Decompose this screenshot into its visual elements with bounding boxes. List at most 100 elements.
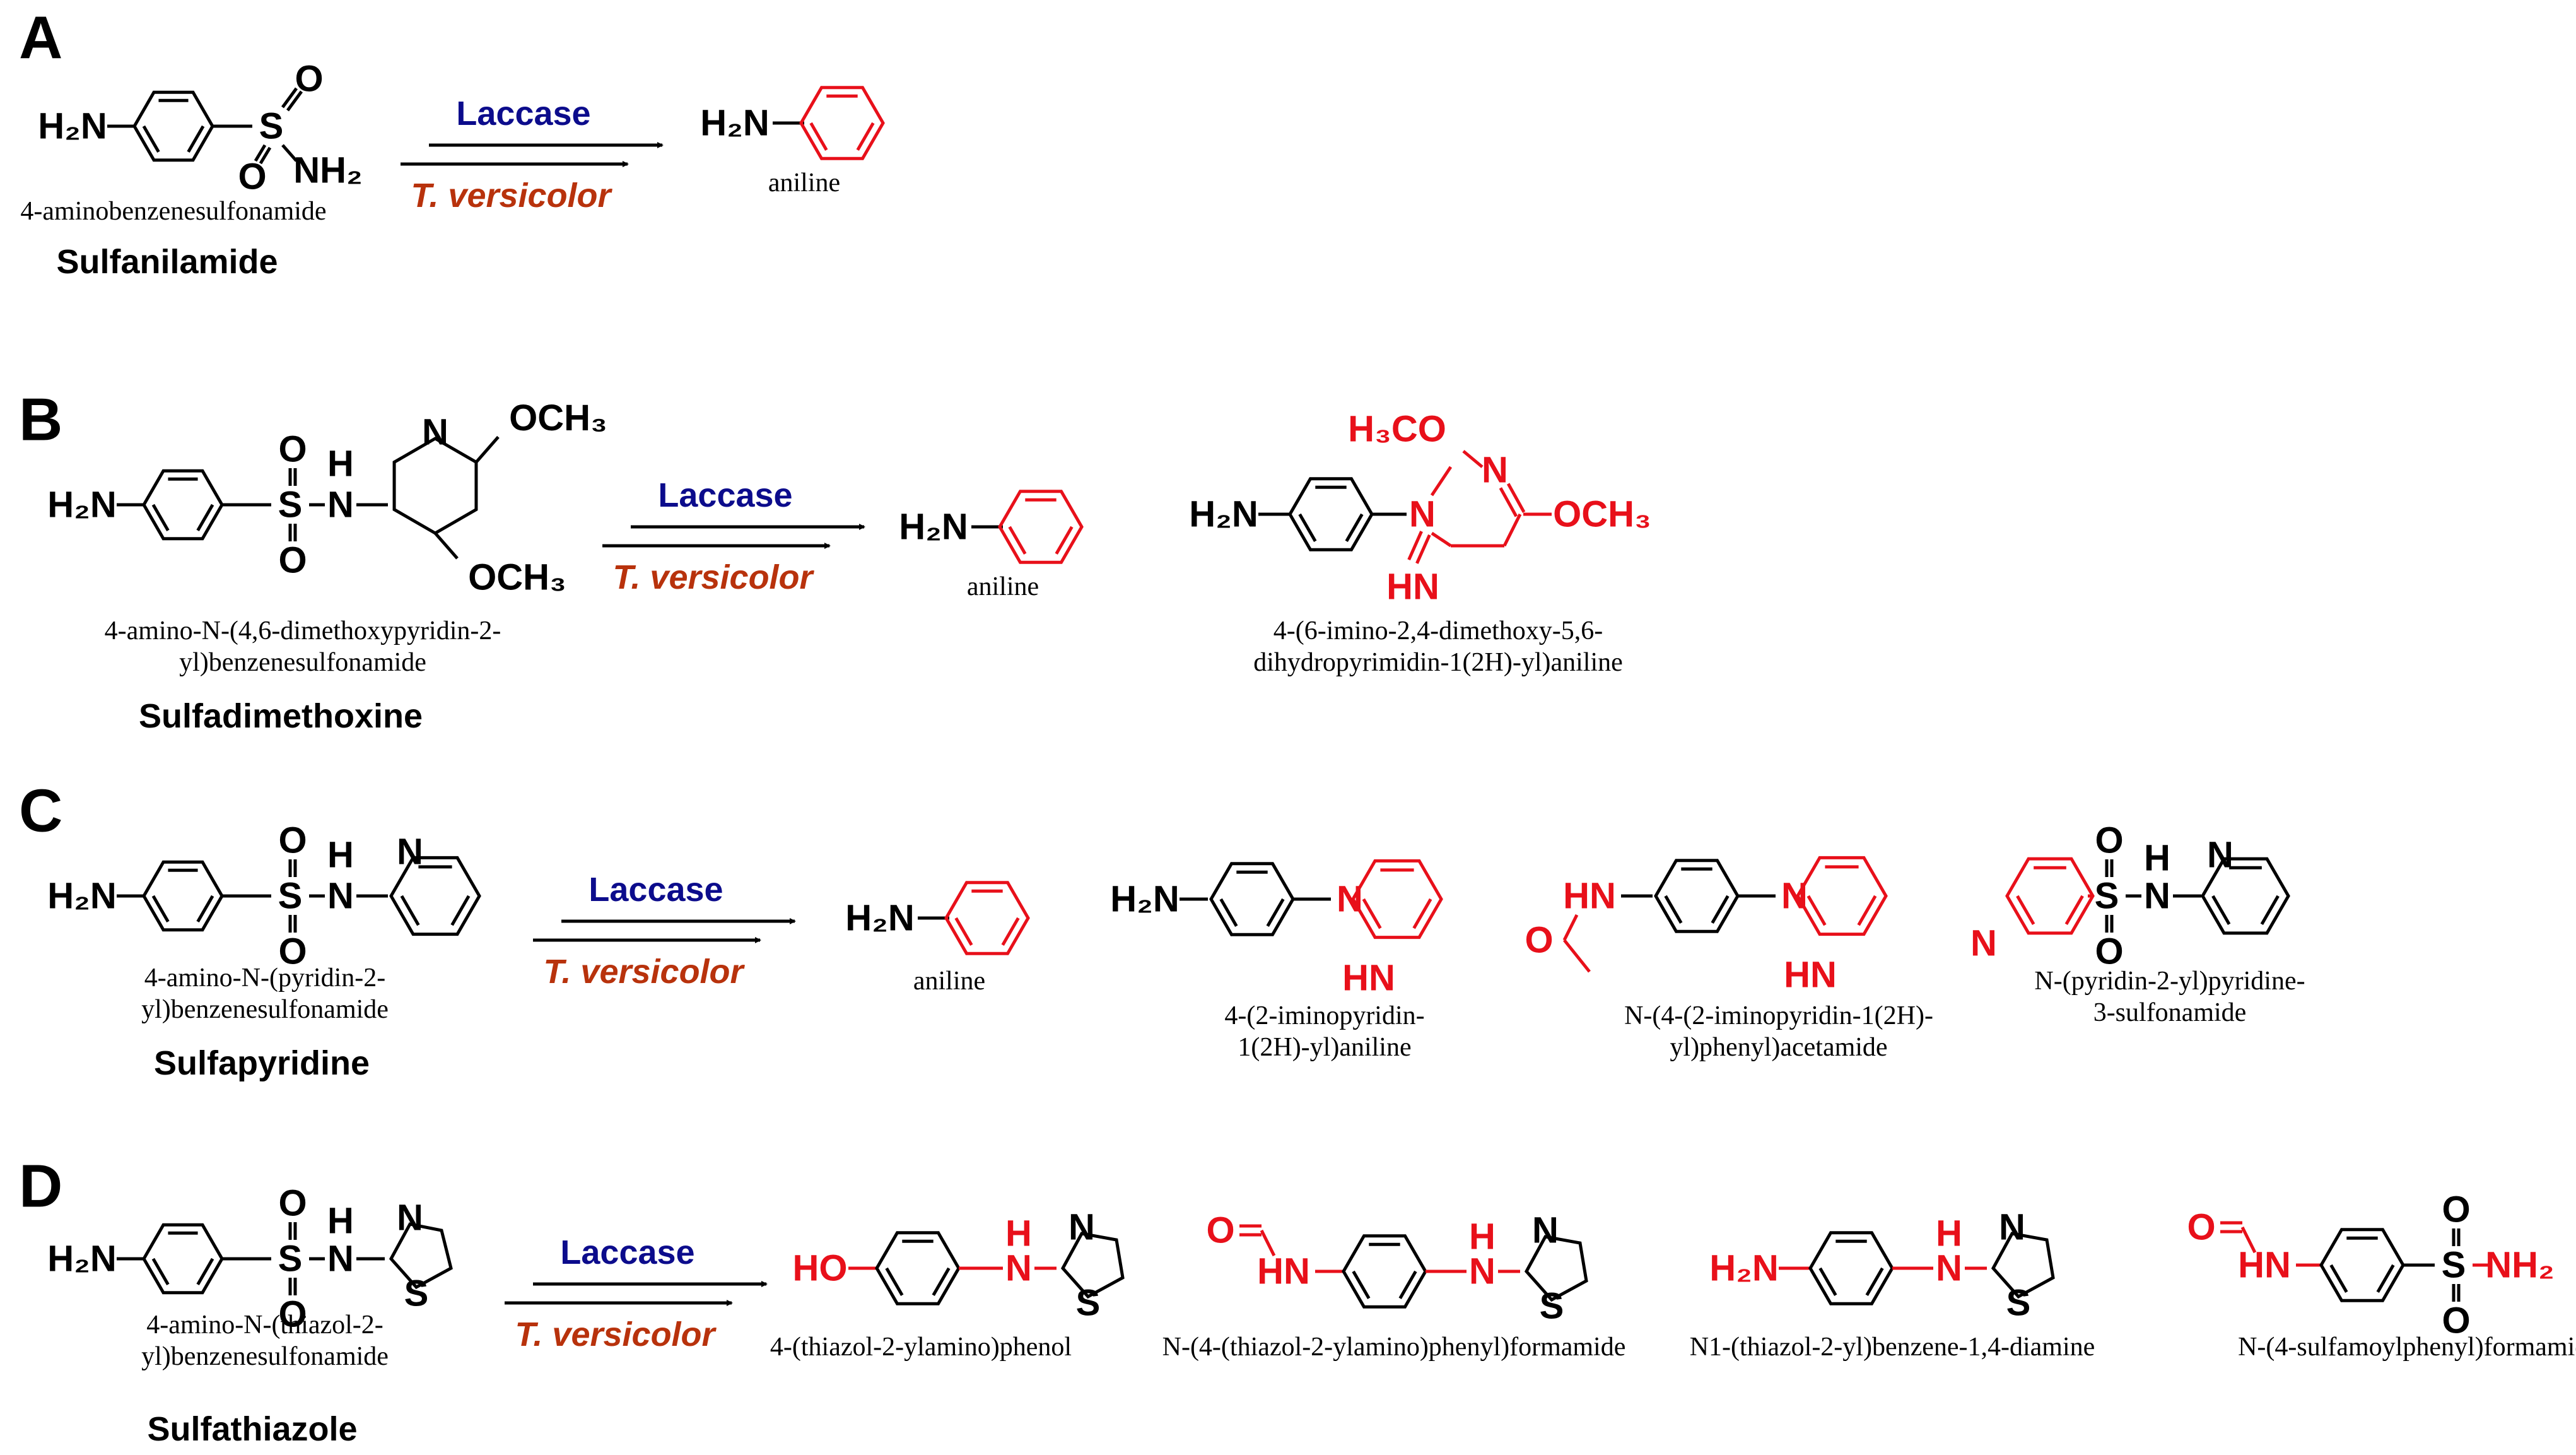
c-substrate-benzene bbox=[142, 860, 224, 932]
b-pyridine-nitrogen: N bbox=[422, 412, 448, 453]
b-enzyme-label: Laccase bbox=[658, 476, 792, 514]
d-substrate-common-name: Sulfathiazole bbox=[147, 1410, 357, 1448]
a-oxygen-atom: O bbox=[238, 156, 266, 197]
c-product-3-name: yl)phenyl)acetamide bbox=[1670, 1033, 1887, 1062]
bond bbox=[1462, 450, 1484, 468]
double-bond bbox=[1415, 534, 1431, 564]
aromatic-bond bbox=[1865, 1267, 1884, 1297]
c-product-3-amide-nh: HN bbox=[1563, 876, 1616, 917]
aromatic-bond bbox=[1055, 526, 1074, 555]
d-product-2-benzene bbox=[1342, 1234, 1427, 1309]
aromatic-bond bbox=[2329, 1264, 2348, 1293]
c-product-3-carbonyl-oxygen: O bbox=[1525, 920, 1553, 961]
b-product-2-amine: H₂N bbox=[1189, 494, 1258, 535]
c-product-2-name: 1(2H)-yl)aniline bbox=[1238, 1033, 1411, 1062]
c-product-4-name: N-(pyridin-2-yl)pyridine- bbox=[2034, 967, 2305, 996]
oxygen-atom: O bbox=[278, 820, 307, 861]
aromatic-bond bbox=[1345, 513, 1364, 543]
aromatic-bond bbox=[2376, 1264, 2395, 1293]
bond bbox=[1562, 914, 1579, 941]
c-product-3-name: N-(4-(2-iminopyridin-1(2H)- bbox=[1624, 1001, 1933, 1030]
a-product-1-name: aniline bbox=[768, 168, 840, 197]
aromatic-bond bbox=[2016, 895, 2035, 926]
bond bbox=[1430, 466, 1453, 497]
d-product-3-amine-nitrogen: N bbox=[1936, 1248, 1962, 1289]
d-thiazole-ring bbox=[389, 1222, 453, 1290]
bond bbox=[281, 87, 298, 109]
oxygen-atom: O bbox=[278, 540, 307, 581]
b-product-2-ring-nitrogen: N bbox=[1482, 450, 1508, 491]
d-product-1-nh-hydrogen: H bbox=[1005, 1213, 1032, 1254]
d-substrate-iupac-name: 4-amino-N-(thiazol-2- bbox=[146, 1311, 383, 1340]
aromatic-bond bbox=[196, 1258, 214, 1286]
a-sulfur-atom: S bbox=[259, 106, 284, 147]
b-nh-hydrogen: H bbox=[327, 444, 354, 485]
d-product-3-amine: H₂N bbox=[1709, 1248, 1779, 1289]
c-sulfonamide-nitrogen: N bbox=[327, 876, 354, 917]
d-product-1-hydroxyl: HO bbox=[793, 1248, 848, 1289]
c-product-1-red-benzene-ring bbox=[944, 881, 1030, 955]
aromatic-bond bbox=[1857, 895, 1877, 926]
a-enzyme-label: Laccase bbox=[456, 95, 590, 133]
d-product-3-benzene bbox=[1808, 1231, 1894, 1305]
aromatic-bond bbox=[1664, 895, 1683, 924]
c-product-4-nh-hydrogen: H bbox=[2144, 838, 2170, 879]
b-substrate-iupac-name: yl)benzenesulfonamide bbox=[179, 648, 426, 677]
c-product-4-name: 3-sulfonamide bbox=[2093, 998, 2247, 1027]
double-bond bbox=[1499, 487, 1518, 517]
c-substrate-iupac-name: yl)benzenesulfonamide bbox=[141, 995, 389, 1024]
c-product-4-pyridine-ring bbox=[2005, 857, 2095, 935]
panel-letter-a: A bbox=[19, 4, 62, 72]
c-product-3-benzene bbox=[1654, 859, 1740, 933]
aromatic-bond bbox=[932, 1267, 951, 1297]
d-product-3-thiazole-nitrogen: N bbox=[1999, 1207, 2025, 1248]
bond-layer bbox=[107, 86, 2488, 1309]
aromatic-bond bbox=[196, 895, 214, 923]
oxygen-atom: O bbox=[278, 931, 307, 972]
b-organism-label: T. versicolor bbox=[612, 558, 814, 596]
d-product-2-amide-nh: HN bbox=[1257, 1251, 1310, 1292]
c-substrate-iupac-name: 4-amino-N-(pyridin-2- bbox=[144, 963, 386, 993]
a-organism-label: T. versicolor bbox=[411, 177, 612, 215]
aromatic-bond bbox=[151, 1258, 170, 1286]
c-product-4-nitrogen: N bbox=[2144, 876, 2170, 917]
d-product-4-formyl-oxygen: O bbox=[2187, 1207, 2215, 1248]
d-sulfur-atom: S bbox=[278, 1239, 303, 1280]
c-product-4-pyridine-nitrogen-2: N bbox=[2207, 835, 2234, 876]
c-enzyme-label: Laccase bbox=[588, 871, 723, 909]
b-product-2-benzene bbox=[1288, 477, 1374, 551]
d-product-1-thiazole-ring bbox=[1060, 1232, 1125, 1299]
bond bbox=[281, 144, 298, 162]
aromatic-bond bbox=[400, 895, 420, 926]
aromatic-bond bbox=[1412, 898, 1432, 929]
oxygen-atom: O bbox=[278, 1294, 307, 1335]
bond bbox=[1431, 531, 1452, 548]
c-product-2-amine: H₂N bbox=[1110, 879, 1180, 920]
d-product-1-amine-nitrogen: N bbox=[1005, 1248, 1032, 1289]
c-product-4-pyridine-nitrogen: N bbox=[1970, 923, 1997, 964]
aromatic-bond bbox=[1001, 917, 1020, 946]
d-thiazole-sulfur: S bbox=[404, 1273, 429, 1314]
aromatic-bond bbox=[1398, 1270, 1417, 1300]
d-product-1-benzene bbox=[875, 1231, 961, 1305]
a-substrate-benzene bbox=[132, 90, 214, 162]
c-product-1-name: aniline bbox=[913, 967, 985, 996]
b-substrate-benzene bbox=[142, 469, 224, 541]
panel-letter-d: D bbox=[19, 1153, 62, 1220]
a-oxygen-atom: O bbox=[295, 59, 323, 100]
aromatic-bond bbox=[1352, 1270, 1371, 1300]
aromatic-bond bbox=[1818, 1267, 1837, 1297]
aromatic-bond bbox=[2064, 895, 2084, 926]
b-substrate-common-name: Sulfadimethoxine bbox=[139, 697, 423, 735]
c-product-2-iminopyridine-ring bbox=[1351, 859, 1443, 940]
aromatic-bond bbox=[954, 917, 973, 946]
c-product-2-imine: HN bbox=[1342, 958, 1395, 999]
b-product-2-name: dihydropyrimidin-1(2H)-yl)aniline bbox=[1253, 648, 1623, 677]
d-product-4-sulfonamide-nh2: NH₂ bbox=[2485, 1245, 2555, 1286]
panel-letter-c: C bbox=[19, 777, 62, 845]
c-product-2-ring-nitrogen: N bbox=[1337, 879, 1363, 920]
aromatic-bond bbox=[187, 125, 205, 153]
bond bbox=[1260, 1229, 1276, 1257]
c-substrate-amine: H₂N bbox=[47, 876, 117, 917]
